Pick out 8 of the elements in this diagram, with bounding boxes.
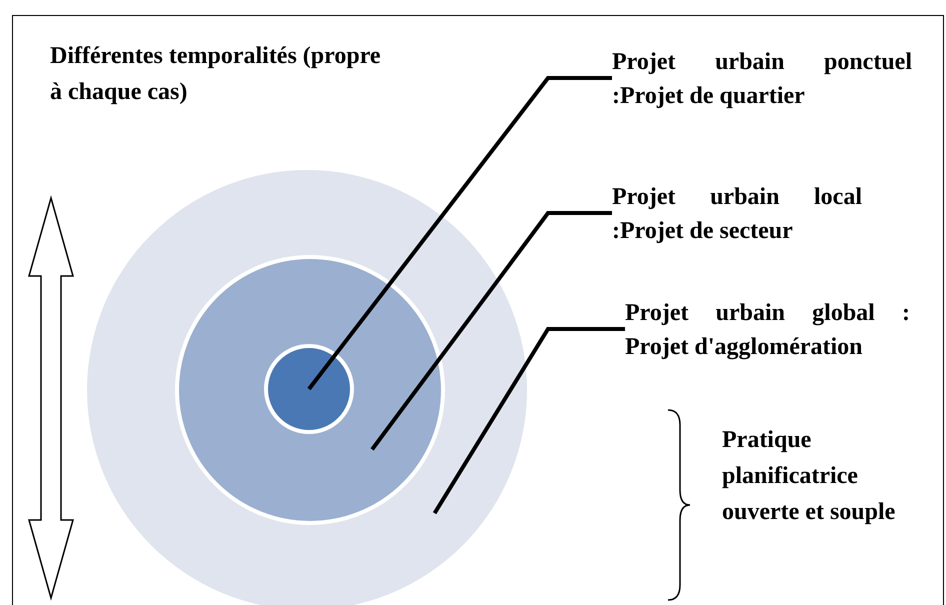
note-text: Pratique planificatrice ouverte et souple [722, 426, 896, 527]
leader-line [370, 211, 612, 451]
callout-text: Projet urbain local :Projet de secteur [612, 180, 862, 248]
leader-line [307, 76, 612, 390]
leader-line [432, 327, 625, 514]
heading-text: Différentes temporalités (propre à chaque cas) [50, 42, 382, 107]
callout-text: Projet urbain ponctuel :Projet de quartier [612, 45, 912, 113]
callout-text: Projet urbain global : Projet d'agglomération [625, 296, 910, 364]
